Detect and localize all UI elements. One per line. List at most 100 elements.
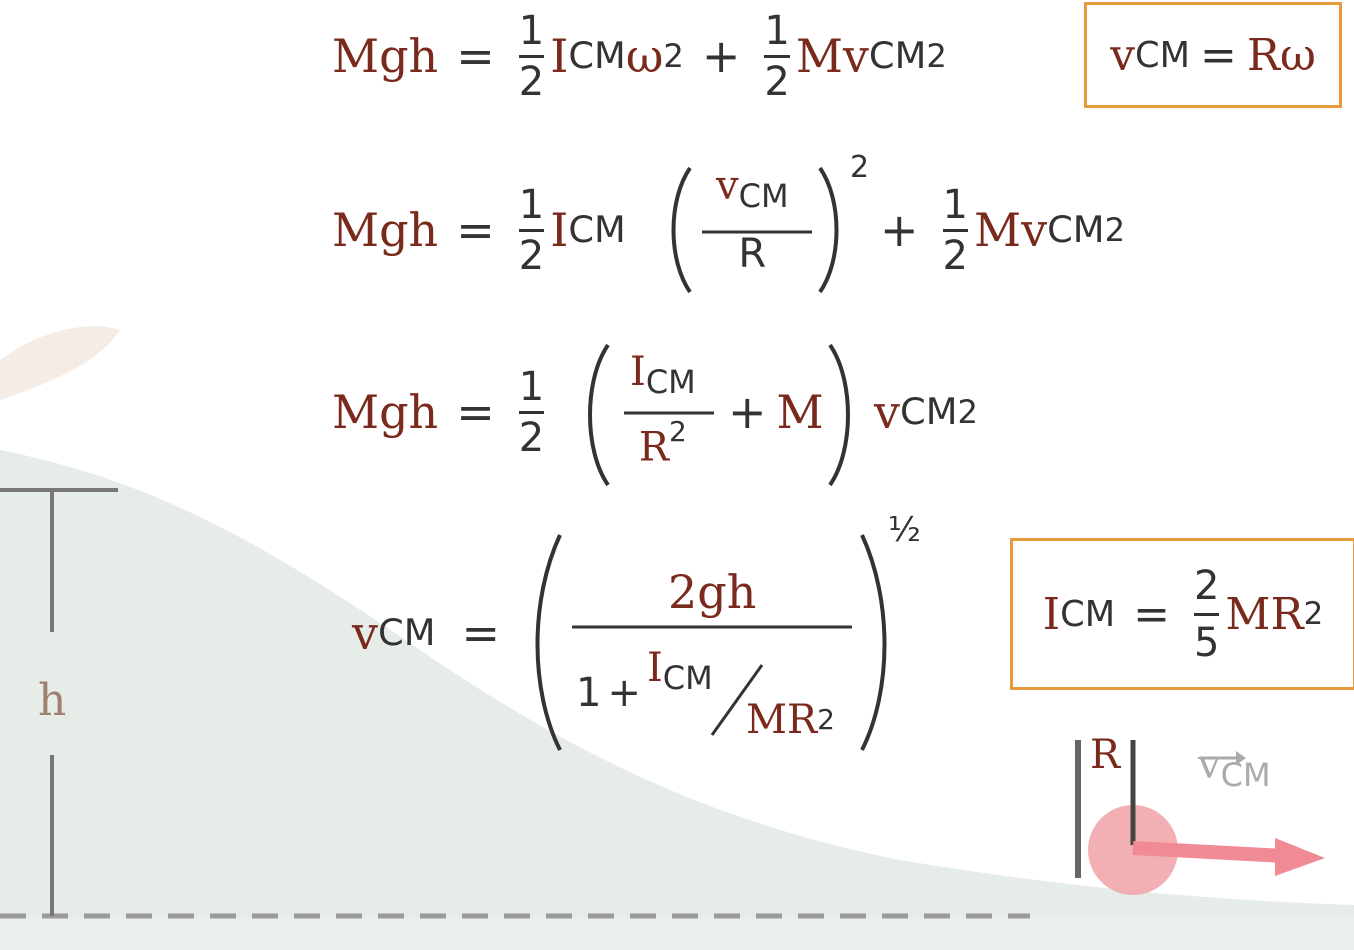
moment-inertia-symbol: I [550, 203, 569, 257]
square-exponent: 2 [669, 415, 687, 448]
square-exponent: 2 [1303, 596, 1324, 632]
paren-line2-right [818, 166, 839, 294]
cm-subscript: CM [568, 33, 626, 77]
fraction-half-2: 1 2 [942, 181, 968, 279]
mr-symbol: MR [1225, 588, 1304, 640]
cm-subscript: CM [1135, 34, 1190, 76]
moment-inertia-symbol: I [630, 349, 646, 395]
fraction-two-fifths: 2 5 [1193, 562, 1220, 666]
slash-line4 [710, 664, 764, 736]
one-digit: 1 [576, 670, 602, 716]
mass-symbol: M [776, 385, 824, 439]
lhs-mgh: Mgh [332, 203, 439, 257]
square-exponent: 2 [926, 36, 947, 75]
equation-line-3: Mgh = 1 2 [332, 362, 550, 462]
velocity-symbol: v [874, 385, 900, 439]
numerator-2gh: 2gh [668, 565, 757, 619]
fraction-bar [518, 228, 545, 232]
paren-line3-left [588, 343, 610, 487]
cm-subscript: CM [1047, 207, 1105, 251]
cm-subscript: CM [568, 207, 626, 251]
velocity-symbol: v [842, 29, 869, 83]
equals-sign: = [461, 606, 500, 660]
velocity-symbol: v [716, 163, 739, 209]
moment-inertia-symbol: I [550, 29, 569, 83]
velocity-symbol: v [1198, 742, 1221, 788]
line4-denominator: 1 + ICM [576, 648, 713, 716]
plus-sign: + [880, 203, 919, 257]
square-exponent: 2 [957, 392, 978, 431]
lhs-mgh: Mgh [332, 29, 439, 83]
half-exponent: ½ [888, 510, 921, 550]
cm-subscript: CM [662, 659, 713, 697]
fraction-numerator: 2 [1193, 562, 1220, 609]
fraction-bar [1193, 612, 1220, 616]
big-left-paren [535, 534, 562, 751]
ground-band [0, 918, 1354, 950]
fraction-bar [764, 54, 790, 58]
fraction-half: 1 2 [518, 185, 545, 279]
paren-line2-left [671, 166, 692, 294]
r-omega-text: Rω [1246, 29, 1316, 81]
ramp-surface [0, 450, 1354, 950]
radius-label: R [1090, 732, 1121, 778]
radius-symbol: R [638, 424, 670, 471]
square-exponent: 2 [663, 36, 684, 75]
equals-sign: = [456, 385, 495, 439]
cm-subscript: CM [868, 33, 927, 77]
plus-sign: + [728, 385, 767, 439]
fraction-half: 1 2 [518, 363, 545, 458]
equals-sign: = [1199, 29, 1237, 81]
cm-subscript: CM [1220, 756, 1271, 794]
velocity-label: vCM [1198, 742, 1271, 794]
fraction-bar [942, 228, 968, 232]
velocity-symbol: v [1021, 203, 1048, 257]
faint-hand-shape [0, 326, 120, 400]
plus-sign: + [607, 670, 641, 716]
lhs-mgh: Mgh [332, 385, 439, 439]
velocity-arrow-head [1275, 838, 1325, 876]
line3-fraction-icm-over-r2: ICM R2 [630, 352, 696, 468]
plus-sign: + [701, 29, 741, 83]
fraction-denominator: 2 [518, 232, 545, 279]
fraction-numerator: 1 [764, 7, 790, 54]
vector-arrow-head [1236, 751, 1246, 765]
moment-inertia-symbol: I [1042, 588, 1061, 640]
fraction-half: 1 2 [518, 7, 545, 102]
fraction-numerator: 1 [518, 363, 545, 410]
mass-symbol: M [974, 203, 1022, 257]
equals-sign: = [1133, 588, 1170, 640]
fraction-denominator: 2 [764, 58, 790, 105]
moment-inertia-symbol: I [646, 645, 663, 691]
paren-line3-right [828, 343, 850, 487]
square-exponent: 2 [1104, 210, 1126, 249]
cm-subscript: CM [738, 177, 789, 215]
fraction-denominator: 2 [942, 232, 968, 279]
square-exponent: 2 [850, 150, 870, 185]
fraction-numerator: 1 [942, 181, 968, 228]
fraction-bar [518, 410, 545, 414]
equals-sign: = [456, 29, 495, 83]
velocity-arrow-shaft [1132, 841, 1286, 863]
cm-subscript: CM [645, 363, 696, 401]
fraction-bar [518, 54, 545, 58]
line2-fraction-v-over-r: vCM R [716, 166, 789, 274]
big-right-paren [860, 534, 887, 751]
velocity-symbol: v [1110, 29, 1136, 81]
cm-subscript: CM [1060, 593, 1116, 635]
fraction-numerator: 1 [518, 7, 545, 54]
square-exponent: 2 [817, 703, 835, 736]
omega-symbol: ω [625, 29, 664, 83]
cm-subscript: CM [378, 610, 436, 654]
cm-subscript: CM [900, 389, 958, 433]
velocity-symbol: v [352, 606, 378, 660]
